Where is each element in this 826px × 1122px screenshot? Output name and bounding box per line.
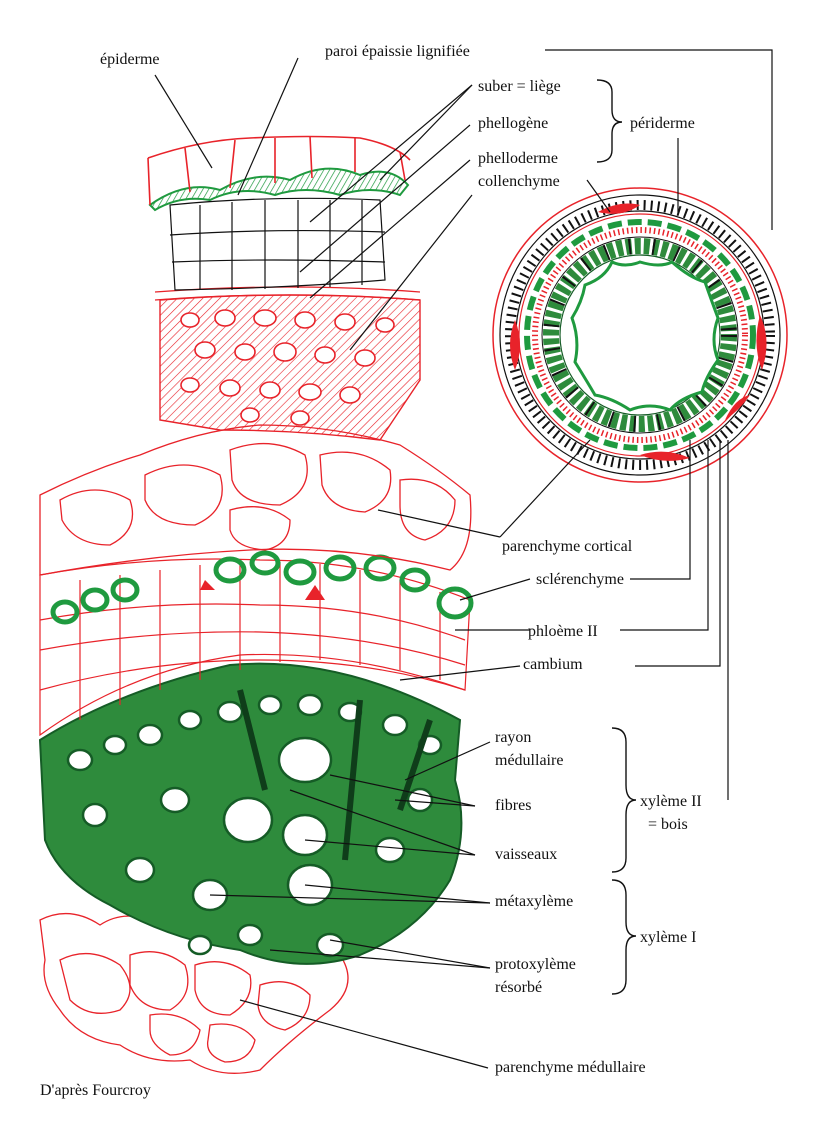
- label-periderme: périderme: [630, 115, 695, 132]
- label-fibres: fibres: [495, 797, 531, 814]
- label-phloeme: phloème II: [528, 623, 598, 640]
- suber-phellogen-drawing: [169, 197, 386, 291]
- sclerenchyma-red-marks: [200, 580, 325, 600]
- label-epiderme: épiderme: [100, 51, 160, 68]
- cortical-parenchyma-drawing: [39, 424, 472, 576]
- label-paroi: paroi épaissie lignifiée: [325, 43, 470, 60]
- label-protoxyleme-1: protoxylème: [495, 956, 576, 973]
- label-rayon-2: médullaire: [495, 752, 563, 769]
- label-xyleme2-1: xylème II: [640, 793, 702, 810]
- label-suber: suber = liège: [478, 78, 561, 95]
- collenchyma-drawing: [159, 294, 421, 441]
- label-metaxyleme: métaxylème: [495, 893, 573, 910]
- label-xyleme2-2: = bois: [648, 816, 688, 833]
- label-sclerenchyme: sclérenchyme: [536, 571, 624, 588]
- cambium-phloem-drawing: [39, 558, 471, 737]
- label-parenchyme-cortical: parenchyme cortical: [502, 538, 633, 555]
- label-collenchyme: collenchyme: [478, 173, 560, 190]
- label-protoxyleme-2: résorbé: [495, 979, 542, 996]
- label-rayon-1: rayon: [495, 729, 531, 746]
- label-parenchyme-medullaire: parenchyme médullaire: [495, 1059, 646, 1076]
- label-phellogene: phellogène: [478, 115, 548, 132]
- label-vaisseaux: vaisseaux: [495, 846, 557, 863]
- lignified-wall-drawing: [148, 167, 410, 212]
- xylem-drawing: [38, 662, 463, 965]
- label-phelloderme: phelloderme: [478, 150, 558, 167]
- label-cambium: cambium: [523, 656, 583, 673]
- stem-cross-section: [492, 187, 788, 483]
- brackets: [596, 79, 637, 995]
- label-xyleme1: xylème I: [640, 929, 696, 946]
- leader-lines: [154, 49, 773, 1069]
- epidermis-drawing: [147, 135, 411, 206]
- credit-text: D'après Fourcroy: [40, 1082, 151, 1099]
- sclerenchyma-drawing: [50, 550, 474, 625]
